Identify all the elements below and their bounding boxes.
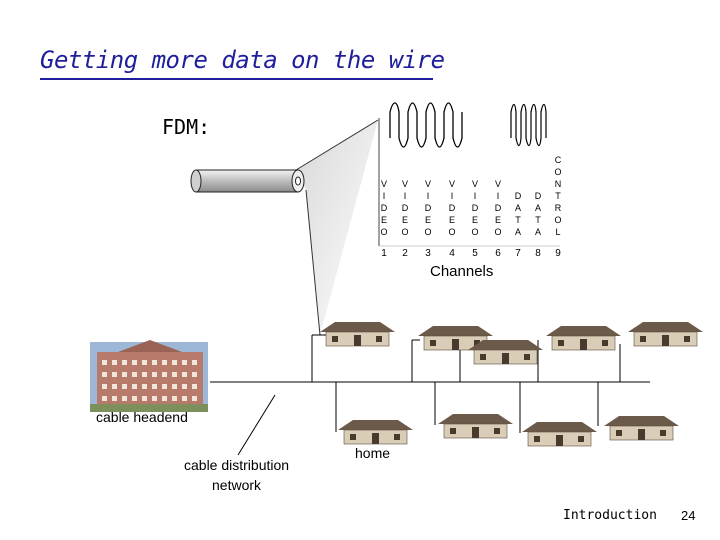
channel-letter: V: [446, 178, 458, 190]
channel-letter: A: [512, 226, 524, 238]
channel-letter: O: [422, 226, 434, 238]
channel-letter: L: [552, 226, 564, 238]
channel-letter: I: [399, 190, 411, 202]
house-icon: [628, 322, 703, 346]
house-icon: [468, 340, 543, 364]
channel-letter: V: [399, 178, 411, 190]
house-icon: [546, 326, 621, 350]
channel-letter: E: [492, 214, 504, 226]
channel-letter: E: [446, 214, 458, 226]
channel-number: 9: [552, 248, 564, 259]
channel-letter: A: [512, 202, 524, 214]
channel-number: 2: [399, 248, 411, 259]
channel-letter: T: [512, 214, 524, 226]
channel-letter: O: [469, 226, 481, 238]
video-waveform-icon: [390, 103, 462, 147]
channel-letter: V: [378, 178, 390, 190]
channel-letter: E: [469, 214, 481, 226]
channel-letter: N: [552, 178, 564, 190]
home-label: home: [355, 445, 390, 461]
channel-number: 4: [446, 248, 458, 259]
channel-letter: O: [492, 226, 504, 238]
headend-building-icon: [90, 340, 208, 412]
channel-letter: D: [446, 202, 458, 214]
cable-distribution-line2: network: [184, 475, 289, 495]
channel-number: 1: [378, 248, 390, 259]
channel-letter: O: [378, 226, 390, 238]
cable-distribution-line1: cable distribution: [184, 455, 289, 475]
channel-letter: V: [492, 178, 504, 190]
channel-letter: T: [552, 190, 564, 202]
channel-letter: D: [512, 190, 524, 202]
channel-letter: D: [492, 202, 504, 214]
channel-letter: I: [422, 190, 434, 202]
channel-letter: R: [552, 202, 564, 214]
channel-letter: O: [552, 214, 564, 226]
data-waveform-icon: [511, 105, 546, 146]
channel-letter: O: [399, 226, 411, 238]
channel-letter: E: [399, 214, 411, 226]
channel-number: 5: [469, 248, 481, 259]
channel-letter: E: [422, 214, 434, 226]
cable-distribution-label: cable distribution network: [184, 455, 289, 495]
channel-letter: E: [378, 214, 390, 226]
channel-letter: D: [469, 202, 481, 214]
channels-label: Channels: [430, 263, 493, 280]
channel-letter: I: [469, 190, 481, 202]
channel-number: 6: [492, 248, 504, 259]
channel-letter: I: [378, 190, 390, 202]
channel-letter: O: [446, 226, 458, 238]
channel-letter: I: [446, 190, 458, 202]
channel-letter: O: [552, 166, 564, 178]
channel-letter: I: [492, 190, 504, 202]
channel-number: 8: [532, 248, 544, 259]
channel-number: 3: [422, 248, 434, 259]
channel-letter: D: [399, 202, 411, 214]
channel-letter: V: [469, 178, 481, 190]
distribution-pointer: [238, 395, 275, 455]
channel-letter: D: [532, 190, 544, 202]
cable-headend-label: cable headend: [96, 409, 188, 425]
house-icon: [438, 414, 513, 438]
footer-label: Introduction: [563, 508, 657, 523]
house-icon: [604, 416, 679, 440]
page-number: 24: [681, 508, 695, 523]
house-icon: [320, 322, 395, 346]
coax-cable-icon: [191, 170, 304, 192]
channel-letter: A: [532, 202, 544, 214]
channel-letter: A: [532, 226, 544, 238]
channel-letter: V: [422, 178, 434, 190]
house-icon: [338, 420, 413, 444]
channel-number: 7: [512, 248, 524, 259]
house-icon: [522, 422, 597, 446]
channel-letter: D: [378, 202, 390, 214]
zoom-cone: [296, 120, 378, 335]
channel-letter: T: [532, 214, 544, 226]
channel-letter: C: [552, 154, 564, 166]
channel-letter: D: [422, 202, 434, 214]
